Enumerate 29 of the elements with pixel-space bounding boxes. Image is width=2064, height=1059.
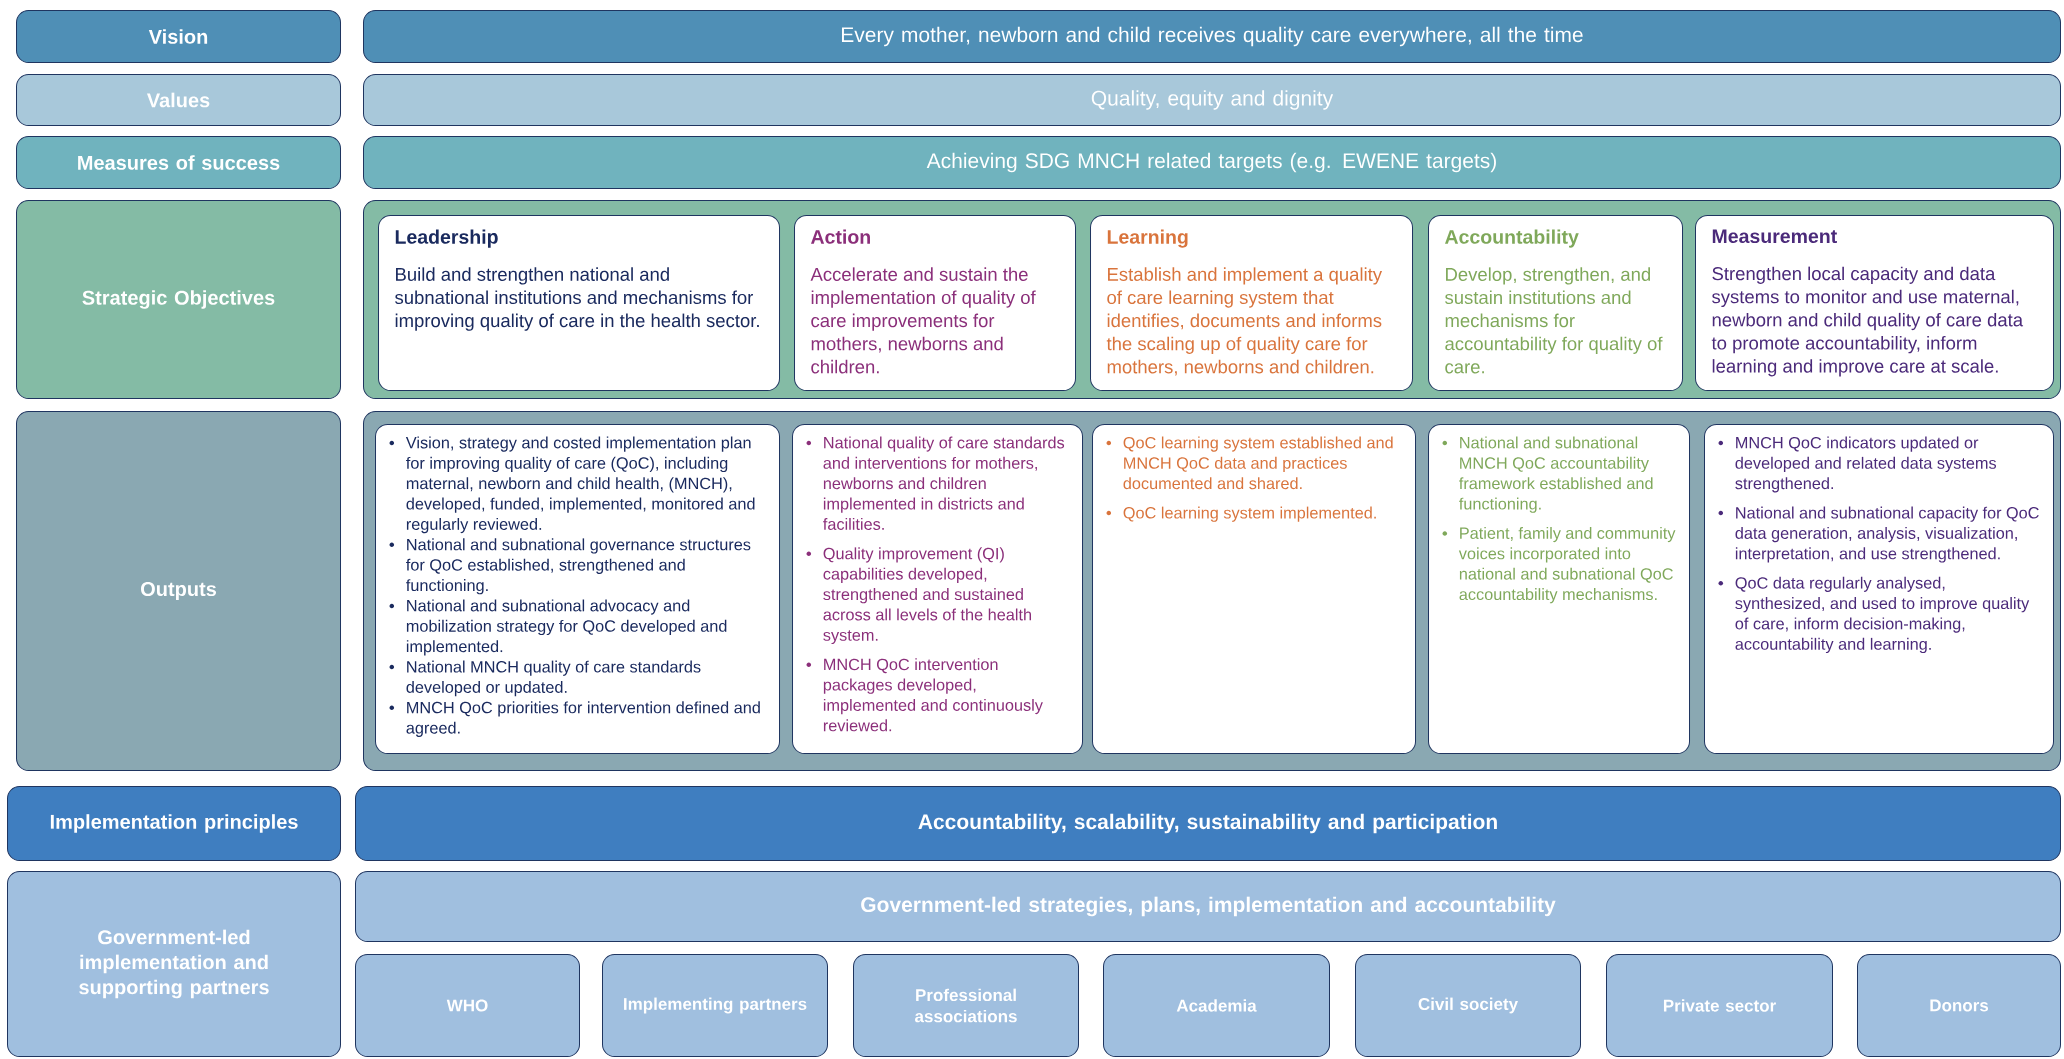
row-label-box: Strategic Objectives [16,200,341,399]
output-card: MNCH QoC indicators updated or developed and related data systems strengthened. National and subnational capacity for QoC data generation, analysis, visualization, interpretation, and use strengthened. QoC data regularly analysed, synthesized, and used to improve quality of care, inform decision-making, accountability and learning. [1704,424,2054,754]
row-label-box: Measures of success [16,136,341,189]
partner-box: WHO [355,954,580,1057]
statement-bar: Achieving SDG MNCH related targets (e.g. EWENE targets) [363,136,2061,189]
output-card: QoC learning system established and MNCH QoC data and practices documented and shared. QoC learning system implemented. [1092,424,1416,754]
row-label-box: Government-led implementation and supporting partners [7,871,341,1057]
output-card: Vision, strategy and costed implementation plan for improving quality of care (QoC), including maternal, newborn and child health, (MNCH), developed, funded, implemented, monitored and regularly reviewed. National and subnational governance structures for QoC established, strengthened and functioning. National and subnational advocacy and mobilization strategy for QoC developed and implemented. National MNCH quality of care standards developed or updated. MNCH QoC priorities for intervention defined and agreed. [375,424,780,754]
statement-bar: Quality, equity and dignity [363,74,2061,126]
partner-box: Professional associations [853,954,1079,1057]
output-card: National and subnational MNCH QoC accountability framework established and functioning. Patient, family and community voices incorporated into national and subnational QoC accountability mechanisms. [1428,424,1690,754]
partner-box: Civil society [1355,954,1581,1057]
row-label-box: Implementation principles [7,786,341,861]
partner-box: Private sector [1606,954,1833,1057]
statement-bar: Government-led strategies, plans, implementation and accountability [355,871,2061,942]
statement-bar: Accountability, scalability, sustainability and participation [355,786,2061,861]
partner-box: Academia [1103,954,1330,1057]
partner-box: Donors [1857,954,2061,1057]
objective-card: Accountability Develop, strengthen, and sustain institutions and mechanisms for accountability for quality of care. [1428,215,1683,391]
row-label-box: Values [16,74,341,126]
partner-box: Implementing partners [602,954,828,1057]
objective-card: Action Accelerate and sustain the implementation of quality of care improvements for mothers, newborns and children. [794,215,1076,391]
objective-card: Learning Establish and implement a quality of care learning system that identifies, documents and informs the scaling up of quality care for mothers, newborns and children. [1090,215,1413,391]
output-card: National quality of care standards and interventions for mothers, newborns and children implemented in districts and facilities. Quality improvement (QI) capabilities developed, strengthened and sustained across all levels of the health system. MNCH QoC intervention packages developed, implemented and continuously reviewed. [792,424,1083,754]
objective-card: Leadership Build and strengthen national and subnational institutions and mechanisms for improving quality of care in the health sector. [378,215,780,391]
statement-bar: Every mother, newborn and child receives quality care everywhere, all the time [363,10,2061,63]
objective-card: Measurement Strengthen local capacity and data systems to monitor and use maternal, newborn and child quality of care data to promote accountability, inform learning and improve care at scale. [1695,215,2054,391]
row-label-box: Outputs [16,411,341,771]
row-label-box: Vision [16,10,341,63]
